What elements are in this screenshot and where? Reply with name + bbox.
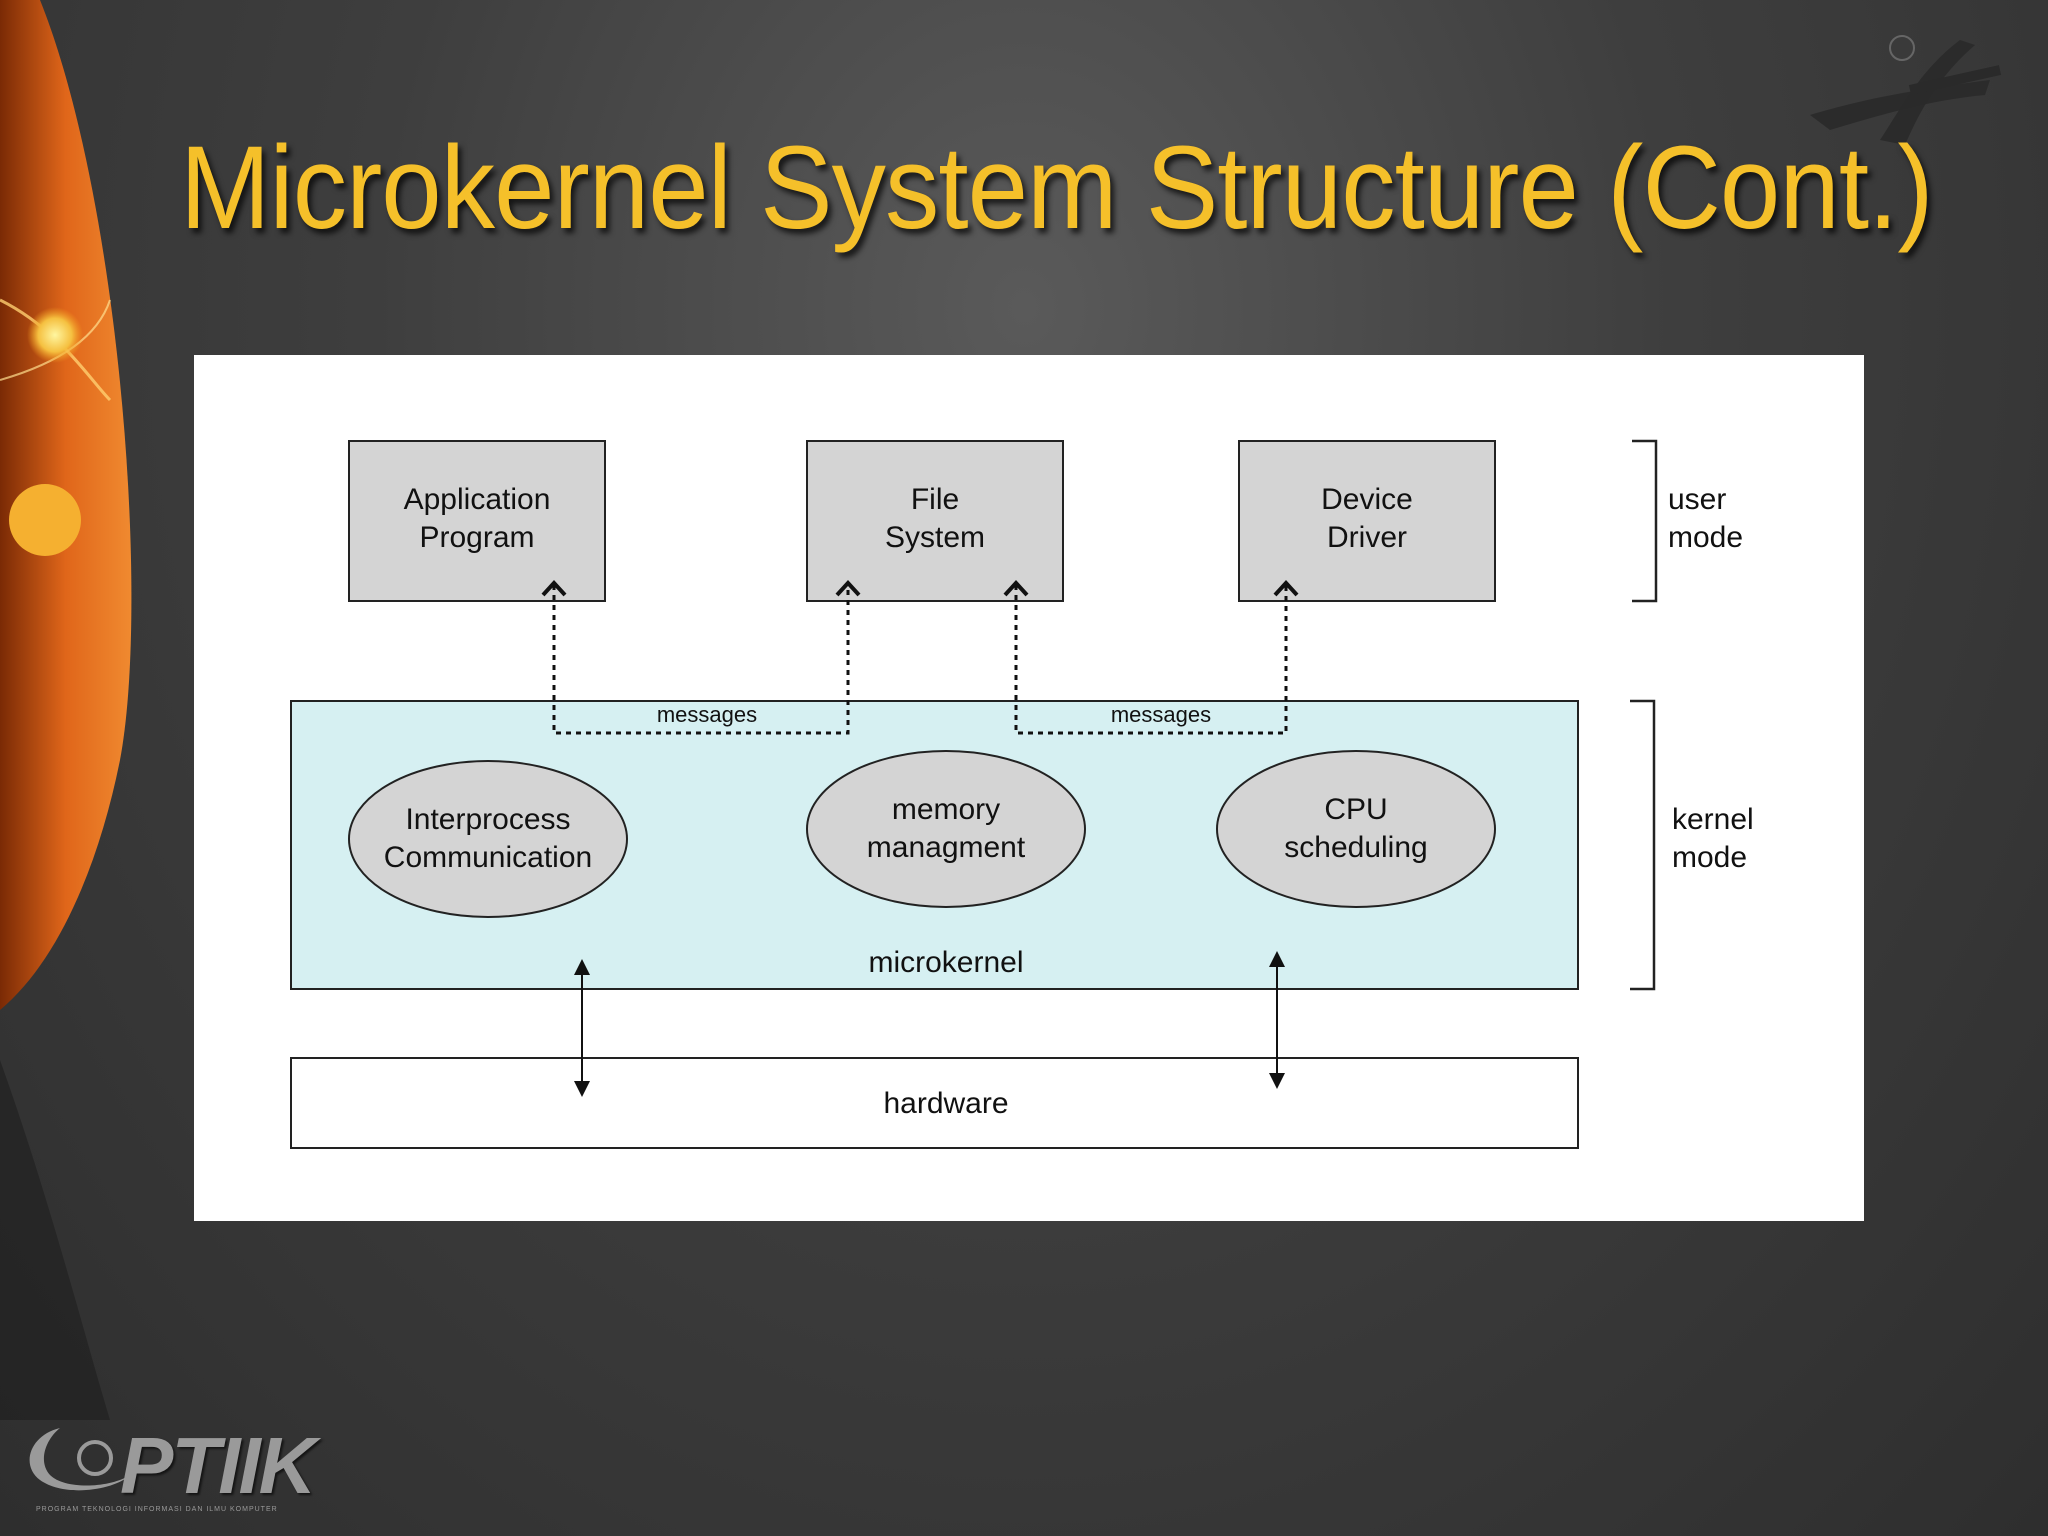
microkernel-label: microkernel: [868, 946, 1023, 979]
hardware-label: hardware: [883, 1087, 1008, 1120]
application-program-box: [348, 440, 606, 602]
messages-label-2: messages: [1111, 702, 1211, 727]
user-mode-bracket: [1632, 439, 1658, 603]
message-path-app-fs: [552, 585, 850, 735]
ipc-label-1: Interprocess: [405, 803, 570, 836]
message-arrowhead-fs-left: [835, 580, 861, 597]
message-arrowhead-fs-right: [1003, 580, 1029, 597]
message-arrowhead-dd: [1273, 580, 1299, 597]
device-driver-label-1: Device: [1321, 483, 1413, 516]
brand-name: PTIIK: [120, 1421, 316, 1510]
memory-management-ellipse: [806, 750, 1086, 908]
message-arrowhead-app: [541, 580, 567, 597]
application-program-label-2: Program: [419, 521, 534, 554]
device-driver-box: [1238, 440, 1496, 602]
ub-corner-logo-icon: [1810, 35, 2002, 145]
device-driver-label-2: Driver: [1327, 521, 1407, 554]
file-system-label-2: System: [885, 521, 985, 554]
memory-label-2: managment: [867, 831, 1026, 864]
user-mode-label-1: user: [1668, 483, 1726, 516]
slide-title: Microkernel System Structure (Cont.): [180, 122, 1933, 254]
ipc-label-2: Communication: [384, 841, 592, 874]
hardware-box: [290, 1057, 1579, 1149]
brand-subtitle: PROGRAM TEKNOLOGI INFORMASI DAN ILMU KOM…: [36, 1506, 278, 1513]
cpu-label-2: scheduling: [1284, 831, 1427, 864]
file-system-label-1: File: [911, 483, 959, 516]
file-system-box: [806, 440, 1064, 602]
kernel-mode-label-1: kernel: [1672, 803, 1754, 836]
memory-label-1: memory: [892, 793, 1000, 826]
cpu-label-1: CPU: [1324, 793, 1387, 826]
kernel-mode-label-2: mode: [1672, 841, 1747, 874]
message-path-fs-dd: [1014, 585, 1288, 735]
ptiik-logo-icon: [29, 1428, 130, 1491]
interprocess-communication-ellipse: [348, 760, 628, 918]
messages-label-1: messages: [657, 702, 757, 727]
user-mode-label-2: mode: [1668, 521, 1743, 554]
microkernel-diagram: Application Program File System Device D…: [290, 439, 1754, 1149]
diagram-panel: Application Program File System Device D…: [194, 355, 1864, 1221]
application-program-label-1: Application: [404, 483, 551, 516]
cpu-scheduling-ellipse: [1216, 750, 1496, 908]
kernel-mode-bracket: [1630, 699, 1656, 991]
